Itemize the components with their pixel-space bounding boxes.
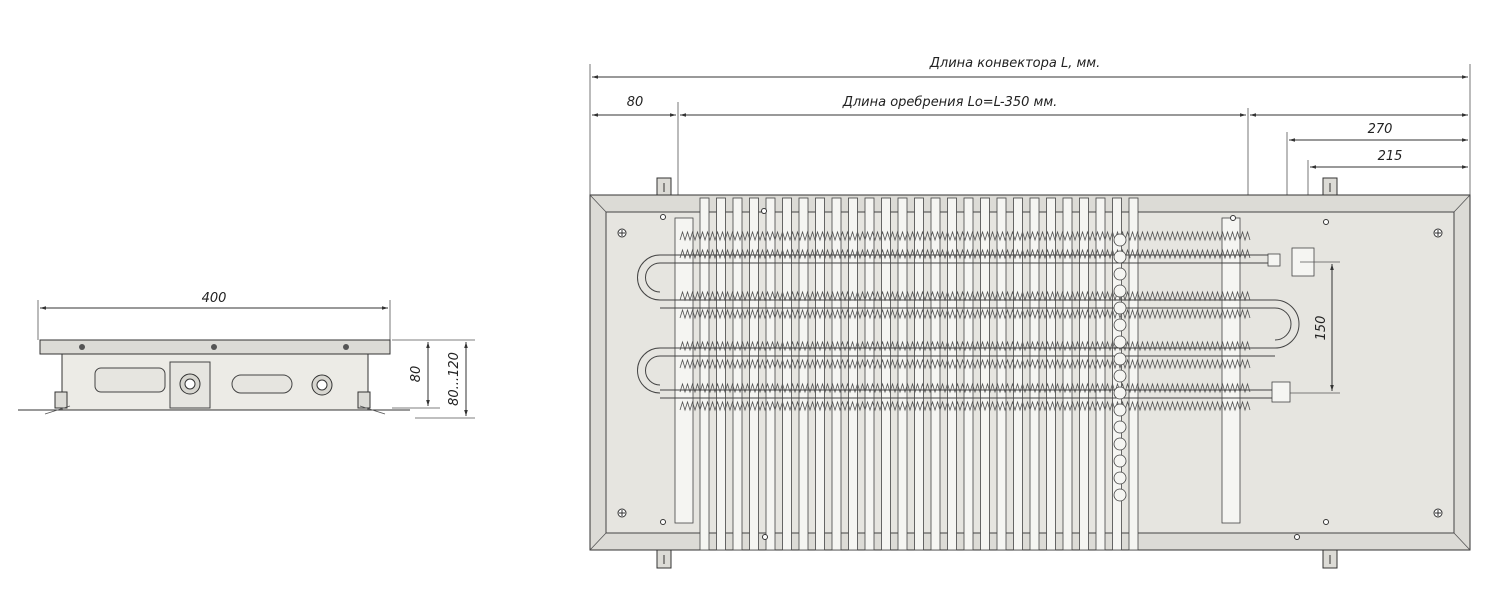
fin-wave [679, 382, 1251, 394]
lamella [798, 197, 809, 551]
exchanger-end-plate [1221, 217, 1241, 524]
side-foot-right [357, 391, 371, 409]
collector-ring [1113, 454, 1127, 468]
fin-length-label: Длина оребрения Lo=L-350 мм. [842, 95, 1058, 110]
lamella [716, 197, 726, 551]
screw-icon [1230, 215, 1236, 221]
lamella [881, 197, 891, 551]
screw-icon [1323, 219, 1329, 225]
collector-ring [1113, 386, 1127, 400]
lamella [749, 197, 759, 551]
corner-screw-icon [617, 228, 1443, 518]
lamella [831, 197, 842, 551]
lamella [1062, 197, 1073, 551]
lamella [930, 197, 941, 551]
dim-270-label: 270 [1368, 122, 1393, 137]
lamella [1128, 197, 1139, 551]
height-dimension: 80 [392, 339, 440, 409]
lamella [947, 197, 957, 551]
collector-ring [1113, 301, 1127, 315]
collector-ring [1113, 437, 1127, 451]
side-screw [343, 344, 349, 350]
total-length-label: Длина конвектора L, мм. [929, 56, 1100, 71]
side-view: 400 80 80...120 [18, 291, 475, 419]
collector-ring [1113, 267, 1127, 281]
pipe-spacing-dimension: 150 [1290, 261, 1340, 394]
dim-215-label: 215 [1378, 149, 1403, 164]
lamella [765, 197, 776, 551]
exchanger-end-plate [674, 217, 694, 524]
collector-ring [1113, 233, 1127, 247]
screw-icon [1294, 534, 1300, 540]
lamella [782, 197, 792, 551]
top-view: Длина конвектора L, мм. 80 Длина оребрен… [589, 56, 1471, 569]
screw-icon [761, 208, 767, 214]
side-slot-middle [231, 374, 293, 394]
side-screw [79, 344, 85, 350]
collector-ring [1113, 335, 1127, 349]
lamella [1029, 197, 1040, 551]
lamella [732, 197, 743, 551]
lamella [963, 197, 974, 551]
heat-exchanger [637, 197, 1329, 551]
fin-wave [679, 358, 1251, 370]
pipe-spacing-label: 150 [1314, 316, 1329, 341]
lamella [815, 197, 825, 551]
offset-label: 80 [627, 95, 644, 110]
fin-wave [679, 230, 1251, 242]
height-range-dimension: 80...120 [415, 339, 475, 419]
side-slot-left [94, 367, 166, 393]
lamella [914, 197, 924, 551]
collector-ring [1113, 471, 1127, 485]
fin-wave [679, 308, 1251, 320]
side-foot-left [54, 391, 68, 409]
screw-icon [660, 214, 666, 220]
connector-nut-icon [1271, 381, 1291, 403]
fin-wave [679, 248, 1251, 260]
u-bend [637, 347, 661, 394]
collector-ring [1113, 352, 1127, 366]
lamella [848, 197, 858, 551]
lamella [864, 197, 875, 551]
screw-icon [660, 519, 666, 525]
collector-ring [1113, 369, 1127, 383]
lamella [1095, 197, 1106, 551]
u-bend [1274, 299, 1300, 349]
lamella [897, 197, 908, 551]
collector-ring [1113, 250, 1127, 264]
width-label: 400 [202, 291, 227, 306]
collector-ring [1113, 488, 1127, 502]
collector-ring [1113, 318, 1127, 332]
valve-icon [1267, 253, 1281, 267]
fin-wave [679, 400, 1251, 412]
lamella [1046, 197, 1056, 551]
collector-ring [1113, 284, 1127, 298]
lamella [699, 197, 710, 551]
lamella [996, 197, 1007, 551]
height-range-label: 80...120 [447, 352, 462, 406]
total-length-dimension: Длина конвектора L, мм. [589, 56, 1471, 195]
collector-ring [1113, 420, 1127, 434]
lamella [980, 197, 990, 551]
width-dimension: 400 [37, 291, 391, 340]
lamella [1079, 197, 1089, 551]
screw-icon [1323, 519, 1329, 525]
side-screw [211, 344, 217, 350]
u-bend [637, 254, 661, 301]
height-label: 80 [409, 366, 424, 383]
fin-wave [679, 340, 1251, 352]
collector-ring [1113, 403, 1127, 417]
screw-icon [762, 534, 768, 540]
lamella [1013, 197, 1023, 551]
